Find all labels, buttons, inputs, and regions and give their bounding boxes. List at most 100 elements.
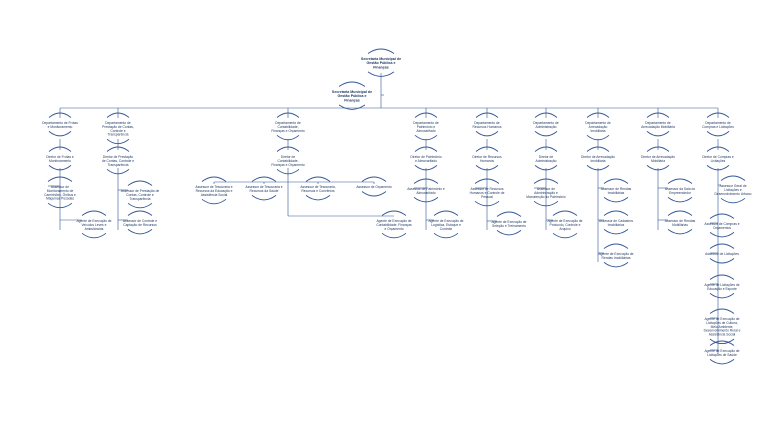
- node-arc-bottom: [667, 229, 693, 235]
- node-arc-top: [414, 146, 438, 152]
- node-arc-bottom: [433, 232, 459, 239]
- node-arc-top: [47, 176, 73, 182]
- node-arc-top: [709, 340, 735, 346]
- node-arc-bottom: [603, 229, 629, 235]
- node-arc-top: [106, 146, 130, 152]
- node-arc-bottom: [475, 131, 499, 137]
- node-arc-bottom: [646, 131, 670, 137]
- node-arc-top: [586, 146, 610, 152]
- node-arc-top: [127, 210, 153, 216]
- node-arc-top: [81, 210, 107, 216]
- node-arc-bottom: [720, 197, 746, 204]
- node-arc-bottom: [586, 134, 610, 141]
- node-arc-top: [706, 112, 730, 118]
- node-arc-top: [475, 146, 499, 152]
- node-arc-top: [276, 112, 300, 118]
- node-arc-bottom: [709, 293, 735, 299]
- node-arc-top: [361, 176, 387, 182]
- connector-lines: [48, 73, 721, 354]
- node-arc-bottom: [276, 134, 300, 141]
- node-arc-bottom: [534, 131, 558, 137]
- node-arc-top: [201, 176, 227, 182]
- sub-role-node: Assessor de Licitações: [705, 243, 739, 264]
- node-arc-top: [603, 243, 629, 249]
- node-arc-bottom: [709, 258, 735, 264]
- node-arc-bottom: [305, 195, 331, 201]
- node-arc-bottom: [361, 191, 387, 197]
- node-arc-top: [251, 176, 277, 182]
- node-arc-bottom: [367, 71, 395, 77]
- node-arc-bottom: [534, 165, 558, 171]
- node-arc-bottom: [496, 230, 522, 236]
- node-label: Assessor de Orçamento: [356, 185, 392, 189]
- node-arc-top: [534, 146, 558, 152]
- node-arc-bottom: [47, 202, 73, 209]
- node-arc-bottom: [414, 134, 438, 141]
- node-arc-bottom: [667, 197, 693, 203]
- node-arc-top: [706, 146, 730, 152]
- node-arc-top: [367, 48, 395, 54]
- node-arc-top: [433, 210, 459, 216]
- node-arc-top: [496, 211, 522, 217]
- node-arc-bottom: [603, 262, 629, 268]
- node-arc-top: [709, 274, 735, 280]
- node-arc-bottom: [381, 232, 407, 239]
- node-arc-top: [720, 175, 746, 181]
- node-arc-bottom: [48, 131, 72, 137]
- node-label: Assessor de Licitações: [705, 252, 739, 256]
- node-arc-bottom: [48, 165, 72, 171]
- node-arc-bottom: [706, 165, 730, 171]
- node-arc-top: [305, 176, 331, 182]
